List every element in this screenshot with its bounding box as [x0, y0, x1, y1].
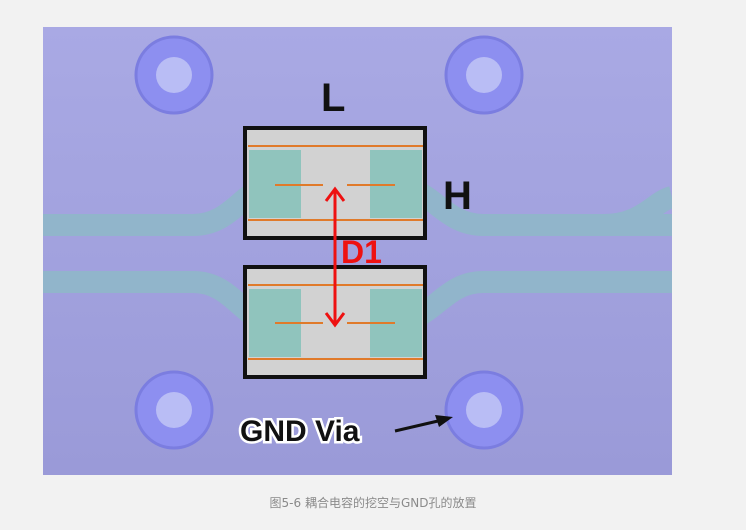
via-top-right [444, 35, 524, 115]
capacitor-bottom [243, 265, 427, 379]
via-top-left [134, 35, 214, 115]
d1-label: D1 [341, 234, 382, 270]
gnd-via-arrow [394, 415, 453, 433]
pcb-figure: D1 L H GND Via [43, 27, 672, 475]
via-bottom-left [134, 370, 214, 450]
via-bottom-right [444, 370, 524, 450]
height-label: H [443, 174, 472, 218]
d1-arrow [324, 186, 346, 328]
figure-caption: 图5-6 耦合电容的挖空与GND孔的放置 [269, 496, 477, 510]
gnd-via-label: GND Via [240, 415, 360, 448]
length-label: L [321, 76, 345, 120]
